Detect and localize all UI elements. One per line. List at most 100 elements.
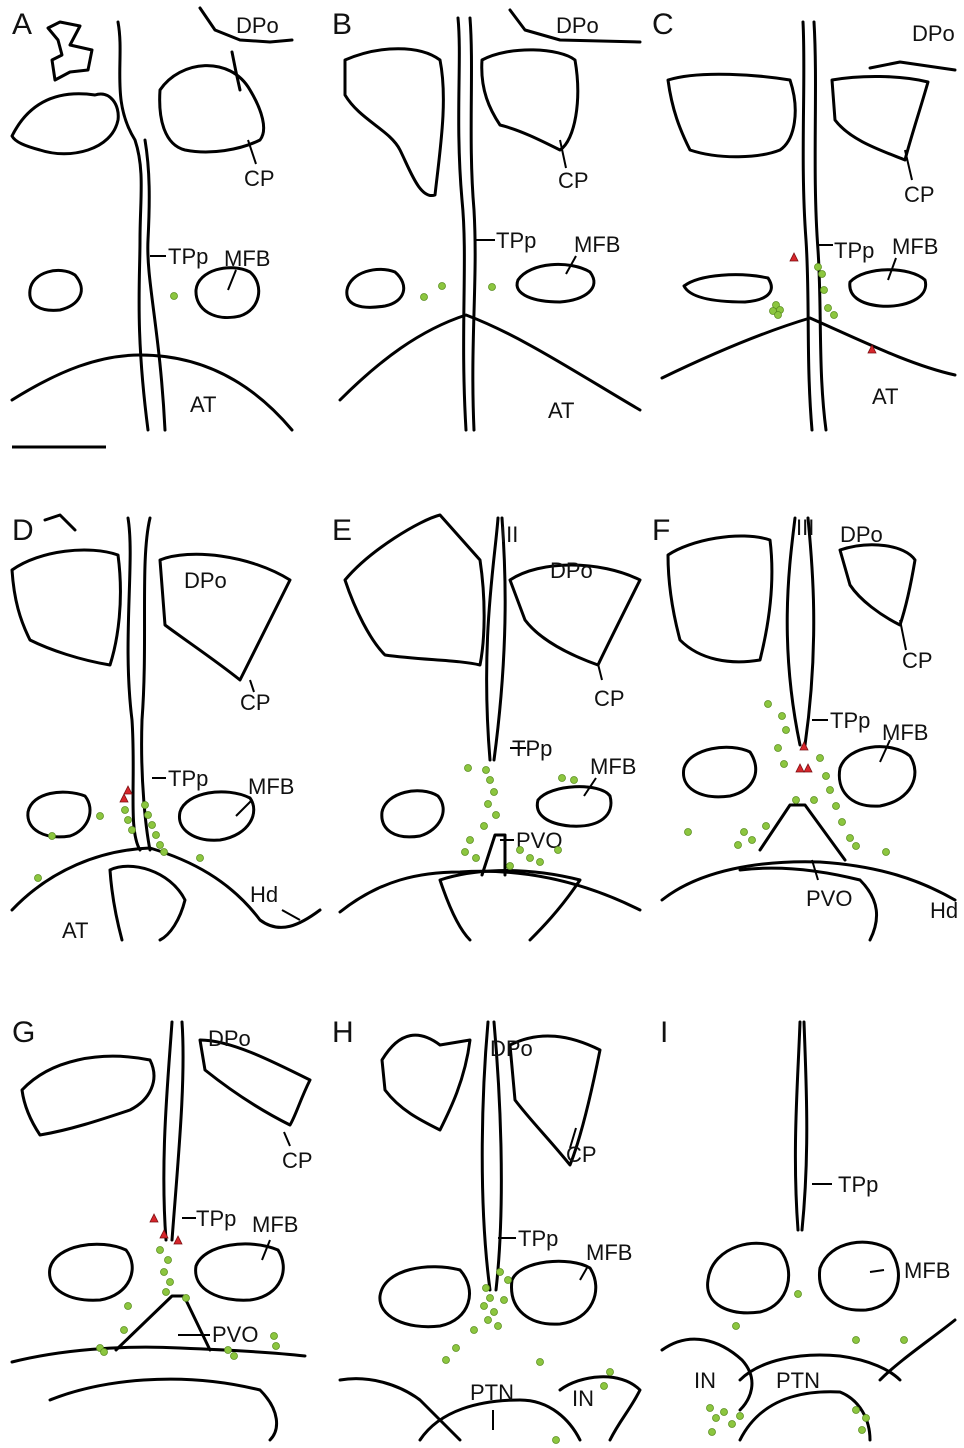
red-triangle-marker	[800, 742, 808, 750]
label-tpp: TPp	[830, 708, 870, 733]
green-dot-marker	[601, 1383, 608, 1390]
panel-e-letter: E	[332, 514, 352, 547]
green-dot-marker	[559, 775, 566, 782]
green-dot-marker	[779, 713, 786, 720]
label-tpp: TPp	[196, 1206, 236, 1231]
green-dot-marker	[783, 727, 790, 734]
panel-i-letter: I	[660, 1016, 668, 1049]
green-dot-marker	[462, 849, 469, 856]
label-hd: Hd	[250, 882, 278, 907]
brain-region-outline	[814, 22, 826, 430]
green-dot-marker	[721, 1409, 728, 1416]
green-dot-marker	[471, 1327, 478, 1334]
brain-region-outline	[787, 518, 800, 745]
panel-e: E III DPo CP TPp MFB PVO	[332, 514, 640, 940]
label-at: AT	[190, 392, 216, 417]
brain-region-outline	[880, 1320, 955, 1380]
label-tpp: TPp	[518, 1226, 558, 1251]
green-dot-marker	[271, 1333, 278, 1340]
green-dot-marker	[839, 819, 846, 826]
label-leader-line	[900, 620, 906, 650]
green-dot-marker	[819, 271, 826, 278]
label-mfb: MFB	[892, 234, 938, 259]
brain-region-outline	[795, 1022, 800, 1230]
panel-f-letter: F	[652, 514, 670, 547]
brain-region-outline	[819, 1242, 898, 1310]
green-dot-marker	[165, 1257, 172, 1264]
green-dot-marker	[901, 1337, 908, 1344]
green-dot-marker	[97, 813, 104, 820]
green-dot-marker	[823, 773, 830, 780]
green-dot-marker	[491, 789, 498, 796]
label-mfb: MFB	[224, 246, 270, 271]
panel-a-letter: A	[12, 8, 32, 41]
brain-region-outline	[172, 1022, 183, 1240]
green-dot-marker	[707, 1405, 714, 1412]
green-dot-marker	[122, 807, 129, 814]
green-dot-marker	[453, 1345, 460, 1352]
brain-region-outline	[494, 1022, 501, 1290]
green-dot-marker	[225, 1347, 232, 1354]
green-dot-marker	[161, 1269, 168, 1276]
green-dot-marker	[811, 797, 818, 804]
panel-b-letter: B	[332, 8, 352, 41]
green-dot-marker	[733, 1323, 740, 1330]
green-dot-marker	[497, 1269, 504, 1276]
brain-region-outline	[458, 18, 466, 430]
green-dot-marker	[129, 827, 136, 834]
brain-region-outline	[196, 1244, 284, 1300]
green-dot-marker	[149, 822, 156, 829]
green-dot-marker	[481, 1303, 488, 1310]
green-dot-marker	[827, 787, 834, 794]
brain-region-outline	[110, 866, 185, 940]
brain-region-outline	[179, 792, 253, 840]
brain-region-outline	[50, 1244, 133, 1300]
label-leader-line	[262, 1240, 270, 1260]
label-ptn: PTN	[470, 1380, 514, 1405]
brain-region-outline	[760, 805, 845, 860]
panel-b: B DPo CP TPp MFB AT	[332, 8, 640, 430]
label-dpo: DPo	[840, 522, 883, 547]
green-dot-marker	[537, 1359, 544, 1366]
green-dot-marker	[517, 847, 524, 854]
green-dot-marker	[493, 812, 500, 819]
label-dpo: DPo	[236, 13, 279, 38]
label-tpp: TPp	[168, 766, 208, 791]
brain-region-outline	[12, 550, 120, 665]
green-dot-marker	[485, 801, 492, 808]
green-dot-marker	[737, 1413, 744, 1420]
panel-h: H DPo CP TPp MFB PTN IN	[332, 1016, 640, 1444]
green-dot-marker	[507, 863, 514, 870]
green-dot-marker	[863, 1415, 870, 1422]
green-dot-marker	[273, 1343, 280, 1350]
green-dot-marker	[481, 823, 488, 830]
red-triangle-marker	[804, 764, 812, 772]
green-dot-marker	[121, 1327, 128, 1334]
green-dot-marker	[167, 1279, 174, 1286]
green-dot-marker	[483, 1285, 490, 1292]
green-dot-marker	[145, 812, 152, 819]
label-tpp: TPp	[838, 1172, 878, 1197]
green-dot-marker	[421, 294, 428, 301]
green-dot-marker	[735, 842, 742, 849]
label-cp: CP	[240, 690, 271, 715]
brain-region-outline	[832, 76, 928, 160]
brain-region-outline	[382, 791, 443, 837]
brain-region-outline	[164, 1022, 172, 1240]
green-dot-marker	[709, 1429, 716, 1436]
brain-region-outline	[482, 1022, 490, 1290]
brain-region-outline	[803, 22, 812, 430]
panel-f: F III DPo CP TPp MFB PVO Hd	[652, 514, 958, 940]
green-dot-marker	[467, 837, 474, 844]
brain-region-outline	[340, 871, 640, 912]
label-leader-line	[282, 910, 300, 920]
brain-region-outline	[160, 66, 264, 152]
panel-d-letter: D	[12, 514, 34, 547]
green-dot-marker	[847, 835, 854, 842]
green-dot-marker	[505, 1277, 512, 1284]
brain-region-outline	[22, 1056, 154, 1135]
brain-region-outline	[200, 1040, 310, 1125]
brain-region-outline	[668, 536, 772, 662]
brain-region-outline	[668, 74, 795, 157]
green-dot-marker	[495, 1323, 502, 1330]
